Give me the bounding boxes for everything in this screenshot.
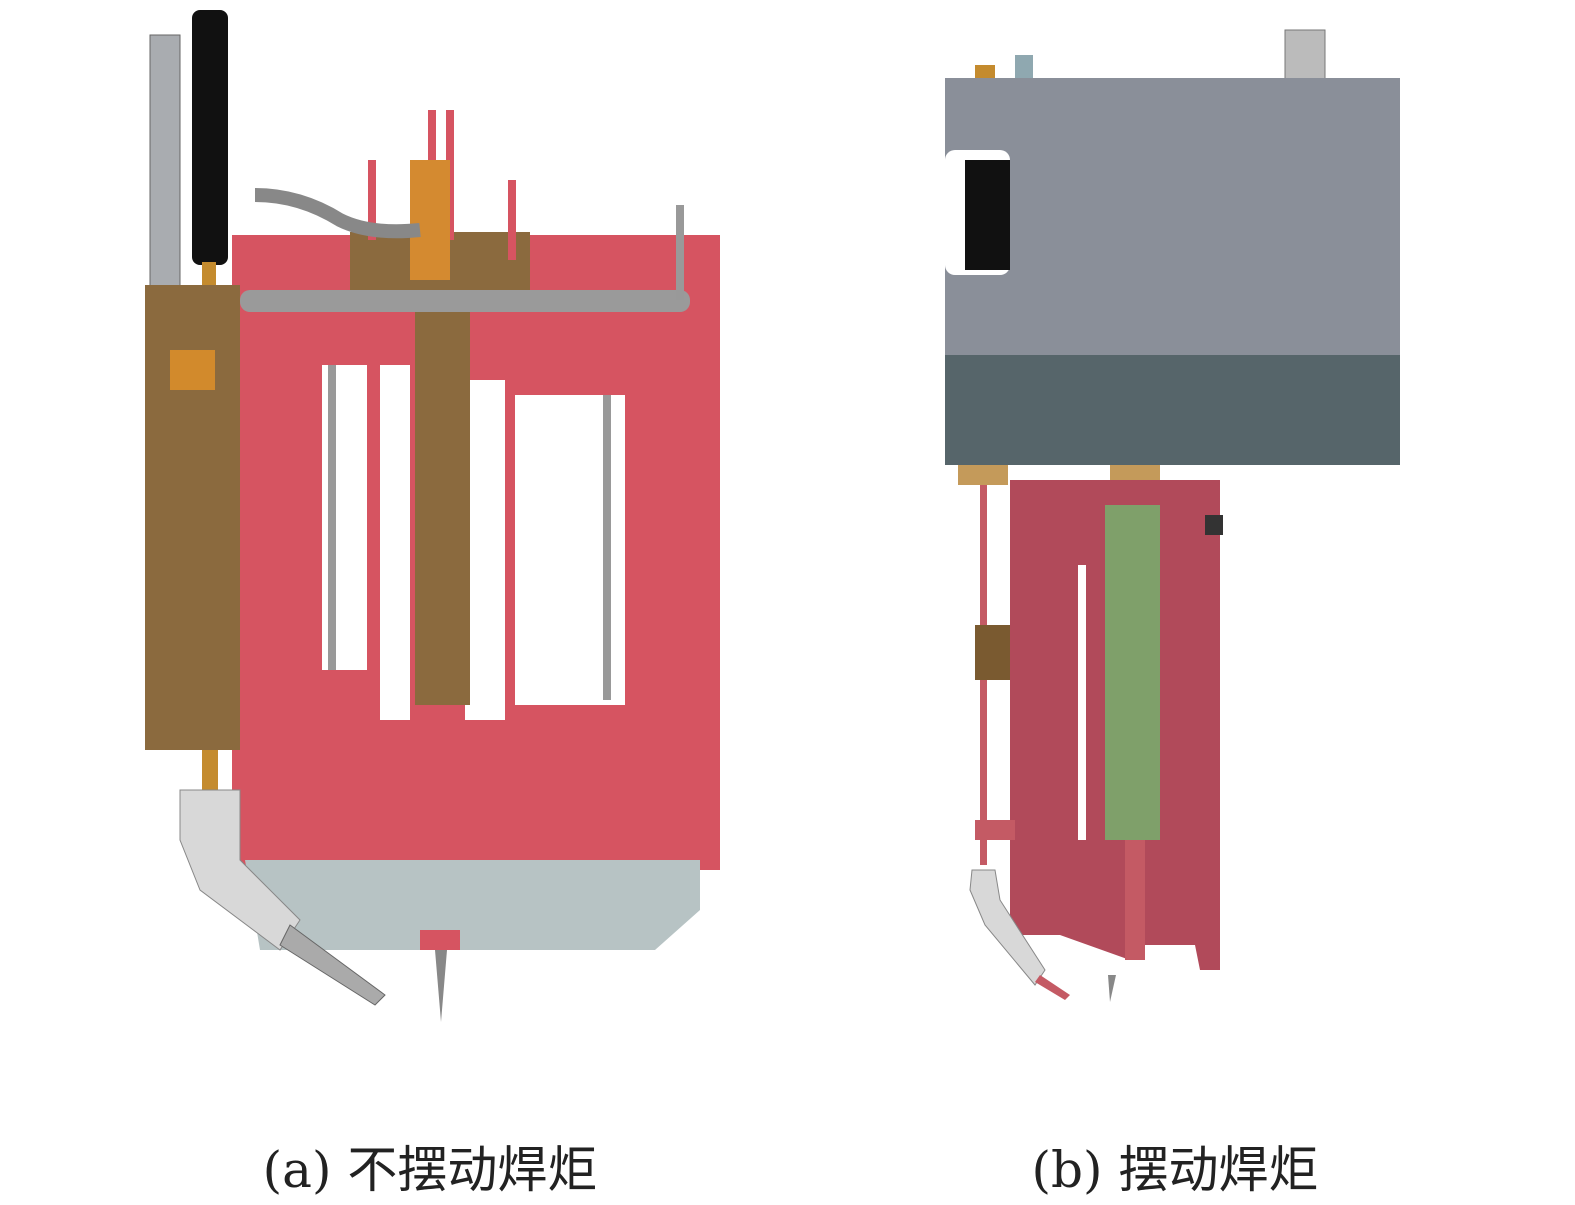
center-slide — [415, 290, 470, 705]
rod-clamp — [975, 625, 1010, 680]
caption-a-label: (a) — [262, 1141, 332, 1199]
frame-window-2 — [380, 365, 410, 720]
torch-nozzle — [279, 924, 386, 1006]
tip-holder — [420, 930, 460, 950]
top-connector — [1015, 55, 1033, 80]
electrode-tip — [1108, 975, 1116, 1002]
motor-housing — [945, 78, 1400, 358]
gas-tube — [254, 188, 421, 239]
guide-rod — [328, 365, 336, 670]
side-block — [1205, 515, 1223, 535]
caption-b-text: 摆动焊炬 — [1118, 1141, 1319, 1199]
cross-bar — [240, 290, 690, 312]
red-post — [508, 180, 516, 260]
brass-connector — [202, 262, 216, 292]
torch-bracket — [975, 820, 1015, 840]
black-rod — [192, 10, 228, 265]
gray-rod-right — [676, 205, 684, 300]
guide-rod — [603, 395, 611, 700]
column-clamp — [170, 350, 215, 390]
panel-a-non-oscillating-torch — [145, 10, 720, 1022]
gray-base — [245, 860, 700, 950]
electrode-tip — [435, 950, 447, 1022]
electrode-holder — [1125, 840, 1145, 960]
brass-fitting — [410, 160, 450, 280]
black-motor — [965, 160, 1010, 270]
frame-window-3 — [465, 380, 505, 720]
brass-neck — [202, 750, 218, 790]
green-slide — [1105, 505, 1160, 840]
red-post — [368, 160, 376, 240]
cable-connector — [1284, 29, 1326, 81]
caption-a: (a) 不摆动焊炬 — [263, 1130, 598, 1202]
gray-rod — [149, 34, 181, 296]
caption-a-text: 不摆动焊炬 — [347, 1141, 598, 1199]
lower-housing — [945, 355, 1400, 465]
slot — [1078, 565, 1086, 840]
caption-b: (b) 摆动焊炬 — [1032, 1130, 1319, 1202]
brass-fitting — [958, 465, 1008, 485]
panel-b-oscillating-torch — [945, 29, 1400, 1002]
caption-b-label: (b) — [1031, 1141, 1103, 1199]
torch-nozzle — [1035, 975, 1070, 1000]
